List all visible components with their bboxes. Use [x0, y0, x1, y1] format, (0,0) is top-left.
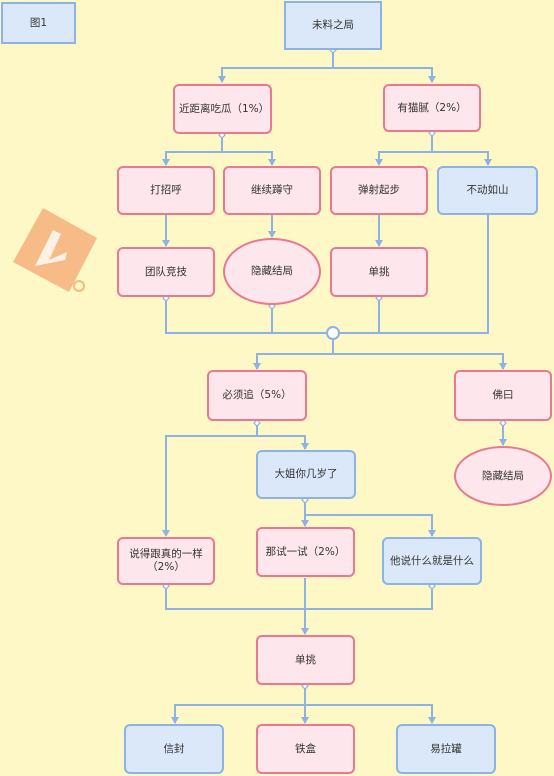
node-keep-watch[interactable]: 继续蹲守 — [223, 166, 321, 215]
node-sounds-real[interactable]: 说得跟真的一样 （2%） — [117, 537, 215, 585]
node-buddha-says[interactable]: 佛曰 — [454, 370, 552, 421]
node-team-battle[interactable]: 团队竞技 — [117, 247, 215, 297]
edge-e1-to-f3 — [305, 514, 436, 537]
node-close-range-gossip[interactable]: 近距离吃瓜（1%） — [173, 84, 272, 134]
edge-c3-to-junction — [340, 298, 380, 334]
edge-junction-to-d1 — [253, 340, 334, 370]
port-d1 — [253, 419, 261, 427]
edge-g1-to-h3 — [305, 704, 436, 724]
node-must-chase[interactable]: 必须追（5%） — [207, 370, 307, 421]
edge-d1-to-e1 — [257, 435, 309, 450]
node-say-hello[interactable]: 打招呼 — [117, 166, 215, 215]
node-tin-box[interactable]: 铁盒 — [256, 724, 355, 774]
node-launch-off[interactable]: 弹射起步 — [330, 166, 428, 215]
node-give-it-a-try[interactable]: 那试一试（2%） — [256, 527, 355, 577]
port-d2 — [499, 419, 507, 427]
edge-a1-to-b2 — [222, 151, 276, 166]
node-duel-1[interactable]: 单挑 — [330, 247, 428, 297]
node-something-fishy[interactable]: 有猫腻（2%） — [383, 84, 481, 132]
edge-c1-to-junction — [165, 298, 326, 334]
edge-root-to-a2 — [333, 67, 436, 83]
edge-b4-to-junction — [340, 215, 489, 334]
edge-g1-to-h1 — [171, 685, 306, 724]
watermark-logo — [13, 208, 97, 292]
node-duel-2[interactable]: 单挑 — [256, 635, 355, 685]
edge-f1-to-g1 — [165, 585, 305, 610]
node-hidden-ending-1[interactable]: 隐藏结局 — [223, 238, 321, 305]
edge-a2-to-b3 — [375, 133, 433, 166]
edge-a1-to-b1 — [162, 135, 223, 166]
edge-a2-to-b4 — [432, 151, 492, 166]
edge-root-to-a1 — [218, 50, 334, 83]
figure-label: 图1 — [1, 2, 76, 44]
node-whatever-he-says[interactable]: 他说什么就是什么 — [382, 537, 482, 585]
node-root[interactable]: 未料之局 — [284, 1, 382, 50]
node-envelope[interactable]: 信封 — [124, 724, 224, 774]
node-stay-still[interactable]: 不动如山 — [437, 166, 538, 215]
edge-f3-to-g1 — [305, 585, 433, 610]
node-hidden-ending-2[interactable]: 隐藏结局 — [454, 446, 552, 506]
node-how-old-are-you[interactable]: 大姐你几岁了 — [256, 450, 356, 499]
junction-circle — [326, 326, 340, 340]
node-soda-can[interactable]: 易拉罐 — [396, 724, 496, 774]
edge-d1-to-f1 — [162, 422, 258, 537]
edge-junction-to-d2 — [333, 353, 507, 370]
